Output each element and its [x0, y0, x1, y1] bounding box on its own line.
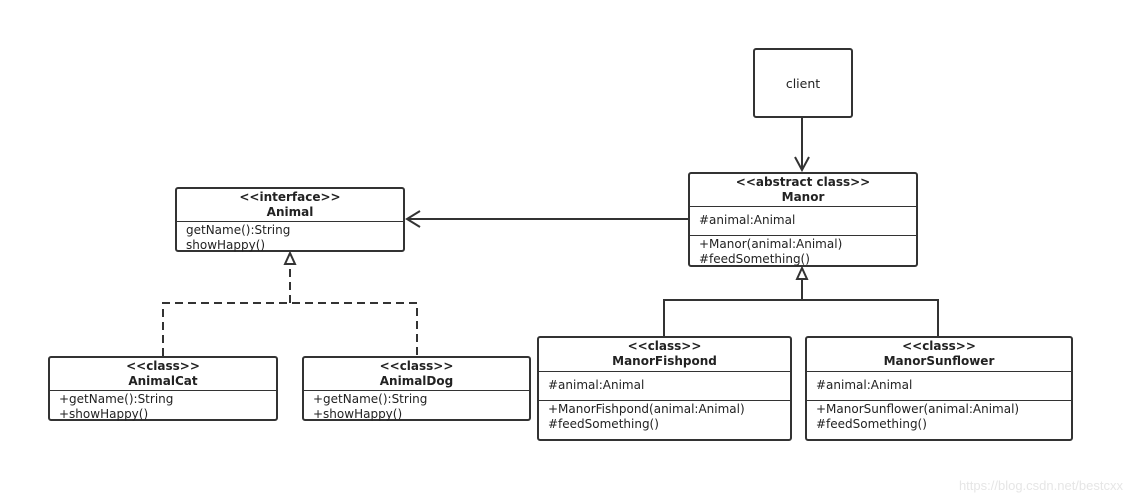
- open-arrowhead: [794, 156, 810, 173]
- method: +getName():String: [59, 392, 174, 406]
- hollow-triangle-arrowhead: [283, 250, 297, 265]
- method: showHappy(): [186, 238, 266, 252]
- class-box-animal-cat: <<class>>AnimalCat+getName():String+show…: [48, 356, 278, 421]
- class-stereotype: <<class>>: [379, 359, 454, 373]
- class-stereotype: <<class>>: [126, 359, 200, 373]
- method: #feedSomething(): [699, 252, 810, 266]
- attributes-section: #animal:Animal: [539, 372, 790, 401]
- attributes-section: #animal:Animal: [807, 372, 1071, 401]
- class-stereotype: <<abstract class>>: [735, 175, 871, 189]
- class-stereotype: <<class>>: [627, 339, 702, 353]
- class-box-manor-fishpond: <<class>>ManorFishpond #animal:Animal +Man…: [537, 336, 792, 441]
- class-box-manor: <<abstract class>>Manor #animal:Animal +Ma…: [688, 172, 918, 267]
- attribute: #animal:Animal: [699, 213, 796, 227]
- class-box-manor-sunflower: <<class>>ManorSunflower #animal:Animal +Ma…: [805, 336, 1073, 441]
- attribute: #animal:Animal: [548, 378, 645, 392]
- class-name: Manor: [781, 190, 825, 204]
- class-stereotype: <<interface>>: [239, 190, 341, 204]
- methods-section: +ManorFishpond(animal:Animal)#feedSometh…: [539, 401, 790, 432]
- open-arrowhead: [405, 210, 421, 228]
- method: +showHappy(): [59, 407, 149, 421]
- method: #feedSomething(): [548, 417, 659, 431]
- watermark: https://blog.csdn.net/bestcxx: [958, 478, 1123, 493]
- realization-lines: [162, 302, 418, 356]
- method: +Manor(animal:Animal): [699, 237, 843, 251]
- client-label: client: [785, 75, 821, 91]
- generalization-lines: [663, 299, 939, 336]
- class-header: <<class>>ManorFishpond: [539, 338, 790, 372]
- class-stereotype: <<class>>: [902, 339, 976, 353]
- method: +getName():String: [313, 392, 428, 406]
- class-header: <<class>>AnimalDog: [304, 358, 529, 391]
- attributes-section: #animal:Animal: [690, 207, 916, 236]
- methods-section: +getName():String+showHappy(): [50, 391, 276, 422]
- method: getName():String: [186, 223, 291, 237]
- method: #feedSomething(): [816, 417, 927, 431]
- class-name: AnimalCat: [128, 374, 198, 388]
- class-header: <<class>>AnimalCat: [50, 358, 276, 391]
- attribute: #animal:Animal: [816, 378, 913, 392]
- class-header: <<abstract class>>Manor: [690, 174, 916, 207]
- class-name: Animal: [266, 205, 314, 219]
- client-box: client: [753, 48, 853, 118]
- methods-section: +getName():String+showHappy(): [304, 391, 529, 422]
- method: +showHappy(): [313, 407, 403, 421]
- class-name: ManorFishpond: [612, 354, 717, 368]
- methods-section: +Manor(animal:Animal)#feedSomething(): [690, 236, 916, 267]
- class-header: <<interface>>Animal: [177, 189, 403, 222]
- class-name: ManorSunflower: [883, 354, 995, 368]
- method: +ManorSunflower(animal:Animal): [816, 402, 1020, 416]
- class-box-animal-dog: <<class>>AnimalDog+getName():String+show…: [302, 356, 531, 421]
- hollow-triangle-arrowhead: [795, 265, 809, 280]
- methods-section: +ManorSunflower(animal:Animal)#feedSomet…: [807, 401, 1071, 432]
- class-header: <<class>>ManorSunflower: [807, 338, 1071, 372]
- method: +ManorFishpond(animal:Animal): [548, 402, 745, 416]
- class-name: AnimalDog: [379, 374, 454, 388]
